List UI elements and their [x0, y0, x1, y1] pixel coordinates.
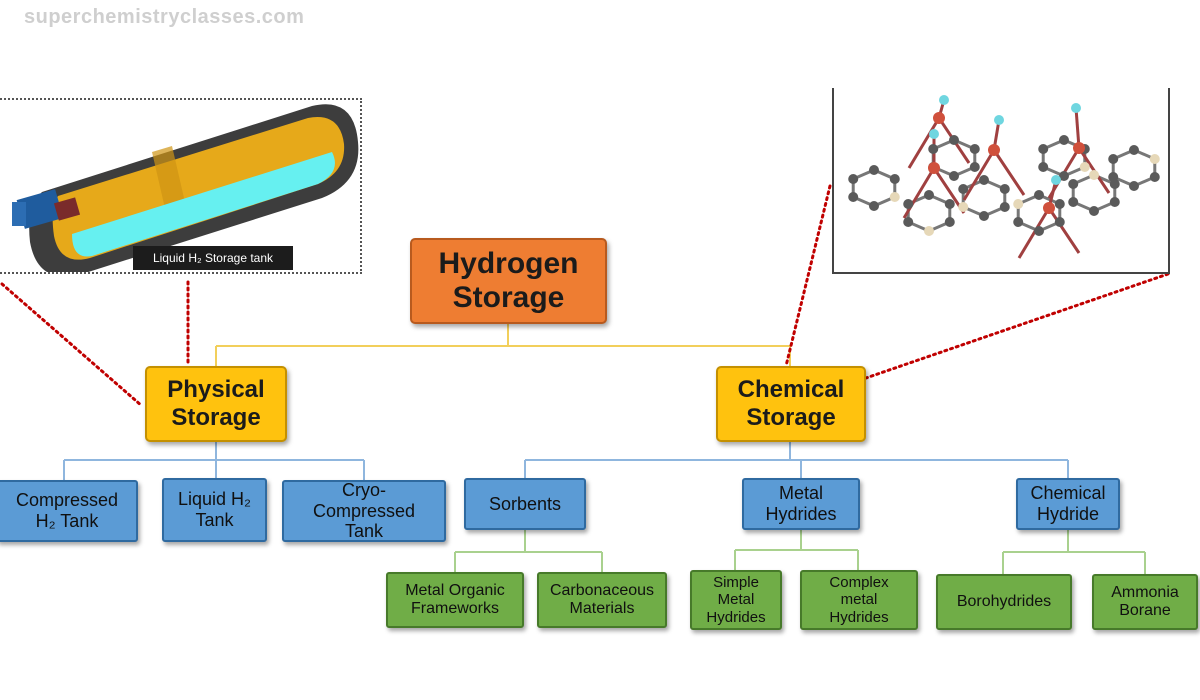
- node-carbonaceous-materials-label: Carbonaceous Materials: [549, 581, 655, 617]
- node-simple-metal-hydrides: Simple Metal Hydrides: [690, 570, 782, 630]
- liquid-hydrogen-tank-illustration: [12, 104, 359, 272]
- node-borohydrides: Borohydrides: [936, 574, 1072, 630]
- molecule-image-frame: [832, 88, 1170, 274]
- node-physical-storage: Physical Storage: [145, 366, 287, 442]
- node-hydrogen-storage-line1: Hydrogen: [438, 246, 579, 280]
- node-simple-metal-hydrides-label: Simple Metal Hydrides: [706, 574, 766, 626]
- node-metal-hydrides-label: Metal Hydrides: [765, 483, 837, 524]
- node-borohydrides-label: Borohydrides: [956, 592, 1052, 610]
- watermark-text: superchemistryclasses.com: [24, 6, 305, 28]
- tank-image-caption: Liquid H₂ Storage tank: [133, 246, 293, 270]
- node-ammonia-borane-label: Ammonia Borane: [1111, 583, 1179, 619]
- sorbent-molecule-illustration: [848, 95, 1160, 259]
- node-compressed-h2-tank-label: Compressed H₂ Tank: [15, 490, 119, 531]
- node-chemical-storage-label: Chemical Storage: [737, 376, 845, 431]
- node-physical-storage-label: Physical Storage: [167, 376, 265, 431]
- node-ammonia-borane: Ammonia Borane: [1092, 574, 1198, 630]
- node-carbonaceous-materials: Carbonaceous Materials: [537, 572, 667, 628]
- node-complex-metal-hydrides-label: Complex metal Hydrides: [829, 574, 889, 626]
- node-compressed-h2-tank: Compressed H₂ Tank: [0, 480, 138, 542]
- node-hydrogen-storage: Hydrogen Storage: [410, 238, 607, 324]
- node-liquid-h2-tank: Liquid H₂ Tank: [162, 478, 267, 542]
- node-cryo-compressed-tank: Cryo- Compressed Tank: [282, 480, 446, 542]
- node-complex-metal-hydrides: Complex metal Hydrides: [800, 570, 918, 630]
- node-sorbents-label: Sorbents: [488, 493, 562, 514]
- node-cryo-compressed-tank-label: Cryo- Compressed Tank: [312, 479, 416, 542]
- node-chemical-hydride: Chemical Hydride: [1016, 478, 1120, 530]
- node-chemical-hydride-label: Chemical Hydride: [1030, 483, 1106, 524]
- node-hydrogen-storage-line2: Storage: [452, 281, 565, 314]
- node-metal-organic-frameworks-label: Metal Organic Frameworks: [405, 581, 505, 617]
- tank-image-frame: [0, 98, 362, 274]
- node-metal-hydrides: Metal Hydrides: [742, 478, 860, 530]
- node-metal-organic-frameworks: Metal Organic Frameworks: [386, 572, 524, 628]
- node-liquid-h2-tank-label: Liquid H₂ Tank: [177, 489, 252, 530]
- node-sorbents: Sorbents: [464, 478, 586, 530]
- node-chemical-storage: Chemical Storage: [716, 366, 866, 442]
